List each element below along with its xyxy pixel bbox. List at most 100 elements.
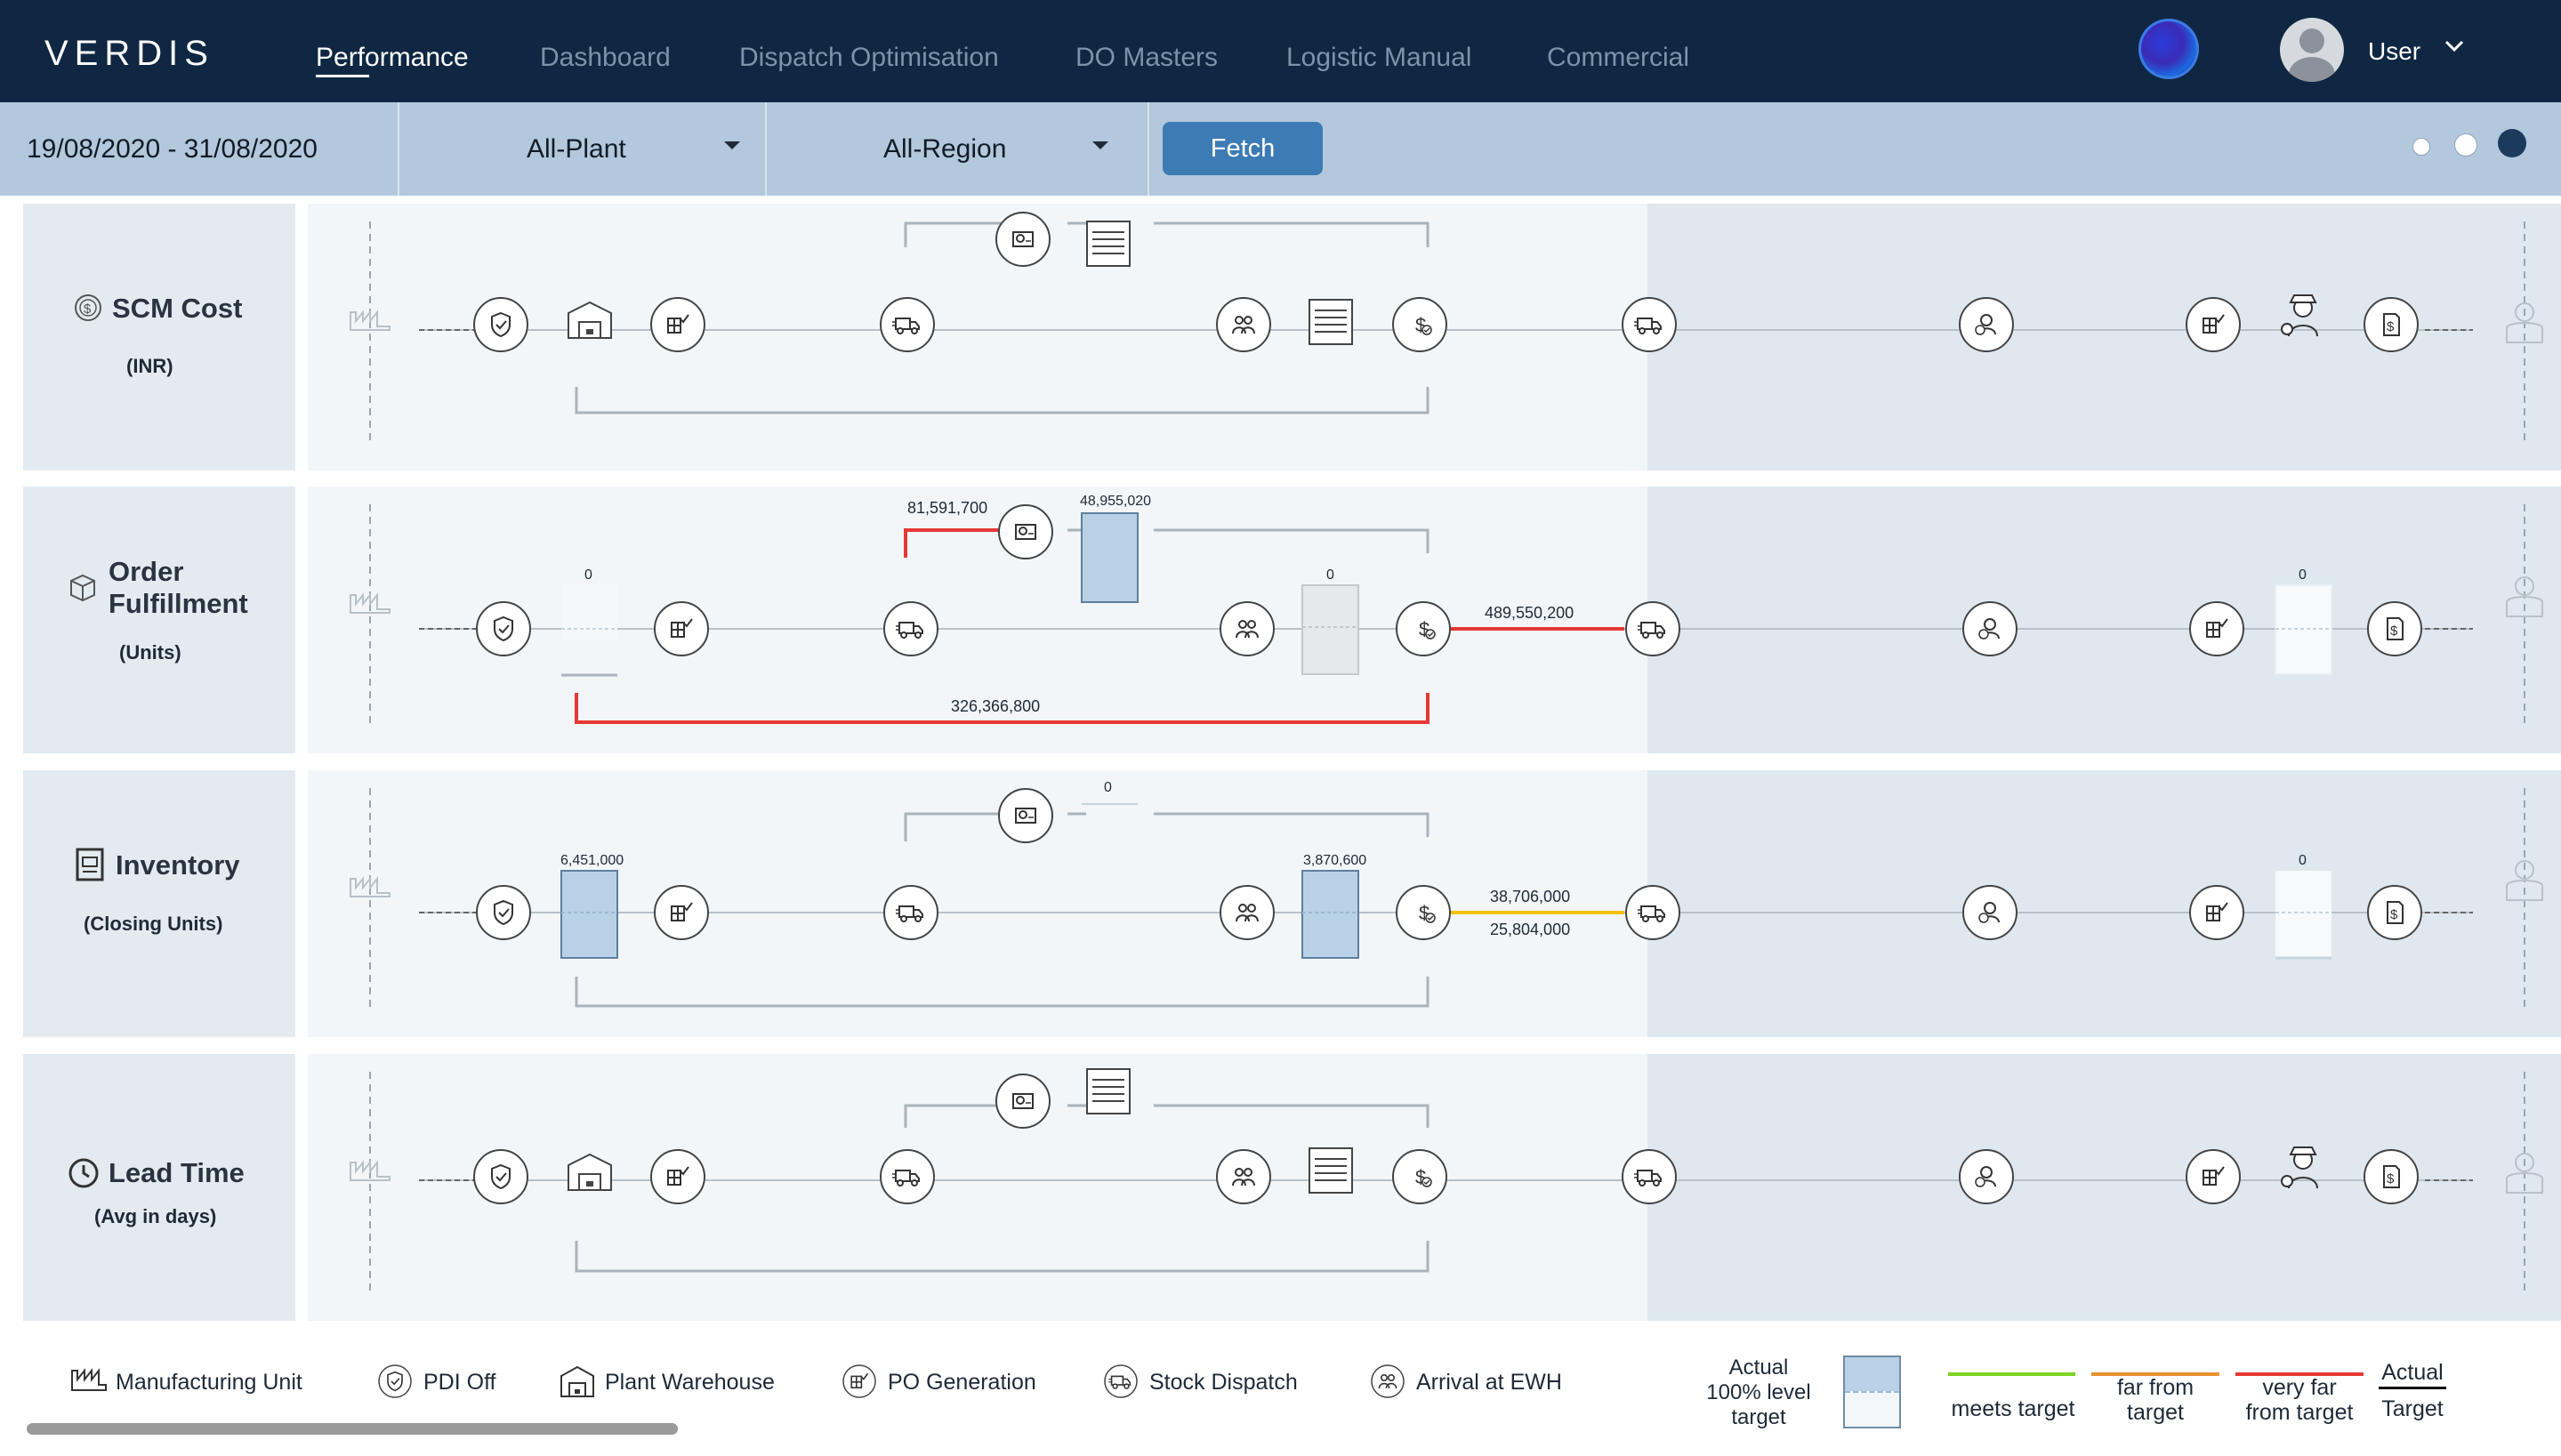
stock-dispatch-icon: [1103, 1363, 1139, 1404]
caret-down-icon[interactable]: [1092, 138, 1108, 157]
delivery-agent-icon: [2281, 294, 2318, 337]
value-label: 25,804,000: [1490, 921, 1570, 938]
value-label: 326,366,800: [951, 697, 1040, 715]
value-label: 489,550,200: [1485, 604, 1574, 622]
legend-target: Target: [2381, 1396, 2444, 1421]
verdis-logo[interactable]: VERDIS: [44, 34, 214, 73]
caret-down-icon[interactable]: [724, 138, 740, 157]
value-label: 38,706,000: [1490, 888, 1570, 905]
clock-icon: [68, 1157, 100, 1194]
nav-do-masters[interactable]: DO Masters: [1075, 43, 1219, 72]
legend-very-far-line: [2235, 1372, 2364, 1376]
nav-active-indicator: [316, 75, 369, 77]
arrival-ewh-node: [1216, 297, 1271, 352]
inventory-icon: [75, 847, 105, 887]
view-dot-small[interactable]: [2412, 138, 2430, 156]
view-dot-medium[interactable]: [2454, 133, 2477, 157]
legend-actual: Actual: [2381, 1360, 2444, 1385]
po-generation-icon: [842, 1363, 877, 1404]
legend-far-line: [2091, 1372, 2219, 1376]
pdi-off-node: [473, 297, 528, 352]
chevron-down-icon[interactable]: [2442, 34, 2467, 65]
row-title: Order: [109, 556, 184, 587]
value-label: 0: [2299, 567, 2307, 583]
row-title: SCM Cost: [112, 293, 243, 324]
row-subtitle: (INR): [126, 355, 173, 377]
scm-cost-flow: [350, 212, 2543, 442]
row-scm-cost: $ SCM Cost (INR): [23, 204, 2561, 471]
manufacturing-unit-icon: [69, 1363, 109, 1400]
legend-arrival-ewh: Arrival at EWH: [1416, 1370, 1560, 1395]
lead-time-flow: [350, 1068, 2543, 1292]
nav-dispatch-optimisation[interactable]: Dispatch Optimisation: [739, 43, 999, 72]
value-label: 48,955,020: [1080, 494, 1151, 509]
row-subtitle: (Units): [119, 641, 181, 664]
customer-icon: [2506, 302, 2543, 343]
storage-rack-icon: [1309, 299, 1353, 345]
payment-node: [1392, 297, 1447, 352]
view-dot-large[interactable]: [2498, 129, 2526, 157]
plant-select[interactable]: All-Plant: [527, 134, 626, 164]
legend-stock-dispatch: Stock Dispatch: [1149, 1370, 1298, 1395]
legend-bar-key-text: Actual 100% level target: [1706, 1355, 1811, 1429]
legend-po-generation: PO Generation: [888, 1370, 1036, 1395]
row-label-panel: [23, 204, 295, 471]
filter-divider: [1148, 102, 1149, 196]
pdi-off-icon: [377, 1363, 413, 1404]
row-subtitle: (Closing Units): [84, 913, 223, 935]
invoice-node: [2364, 297, 2419, 352]
row-title: Lead Time: [109, 1157, 245, 1188]
horizontal-scrollbar[interactable]: [27, 1423, 678, 1435]
plant-warehouse-icon: [568, 301, 612, 339]
value-label: 0: [584, 567, 592, 583]
filter-divider: [765, 102, 767, 196]
legend-pdi-off: PDI Off: [423, 1370, 496, 1395]
value-label: 3,870,600: [1303, 853, 1366, 868]
nav-performance[interactable]: Performance: [316, 43, 469, 72]
rupee-coin-icon: $: [73, 293, 103, 327]
receipt-node: [2186, 297, 2241, 352]
storage-rack-icon: [1086, 221, 1131, 267]
inventory-flow: 0 6,451,000 3,870,600 38,706,000 25,804,…: [350, 780, 2543, 1009]
value-label: 6,451,000: [560, 853, 624, 868]
row-subtitle: (Avg in days): [94, 1205, 217, 1227]
date-range-picker[interactable]: 19/08/2020 - 31/08/2020: [27, 134, 318, 164]
svg-text:$: $: [84, 302, 92, 317]
user-avatar[interactable]: [2280, 18, 2344, 82]
nav-dashboard[interactable]: Dashboard: [540, 43, 671, 72]
row-order-fulfillment: Order Fulfillment (Units): [23, 487, 2561, 753]
user-name[interactable]: User: [2368, 37, 2421, 65]
legend-bar-key-swatch: [1843, 1355, 1901, 1428]
legend-actual-target-divider: [2379, 1387, 2446, 1389]
nav-logistic-manual[interactable]: Logistic Manual: [1286, 43, 1472, 72]
legend-plant-warehouse: Plant Warehouse: [605, 1370, 775, 1395]
box-icon: [68, 572, 98, 607]
dealer-node: [1959, 297, 2014, 352]
dispatch-node: [1622, 297, 1677, 352]
legend-meets-target-line: [1948, 1372, 2075, 1376]
value-label: 0: [1326, 567, 1334, 583]
plant-warehouse-icon: [559, 1363, 596, 1404]
nav-commercial[interactable]: Commercial: [1547, 43, 1690, 72]
row-inventory: Inventory (Closing Units): [23, 770, 2561, 1037]
filter-divider: [398, 102, 399, 196]
factory-icon: [350, 310, 391, 331]
legend-meets-target: meets target: [1951, 1396, 2075, 1421]
fetch-button[interactable]: Fetch: [1163, 122, 1323, 175]
stock-dispatch-node: [880, 297, 935, 352]
region-select[interactable]: All-Region: [883, 134, 1007, 164]
order-fulfillment-flow: 81,591,700 48,955,020 0 0 489,550,200 32…: [350, 494, 2543, 725]
arrival-node-top: [995, 212, 1051, 267]
row-lead-time: Lead Time (Avg in days): [23, 1054, 2561, 1321]
filter-bar: 19/08/2020 - 31/08/2020 All-Plant All-Re…: [0, 102, 2561, 196]
assistant-orb-icon[interactable]: [2138, 19, 2199, 79]
top-navigation-bar: VERDIS Performance Dashboard Dispatch Op…: [0, 0, 2561, 102]
po-generation-node: [650, 297, 705, 352]
row-title: Fulfillment: [109, 588, 248, 619]
value-label: 0: [2299, 853, 2307, 868]
arrival-ewh-icon: [1370, 1363, 1405, 1404]
value-label: 0: [1104, 780, 1112, 795]
legend-manufacturing-unit: Manufacturing Unit: [116, 1370, 302, 1395]
